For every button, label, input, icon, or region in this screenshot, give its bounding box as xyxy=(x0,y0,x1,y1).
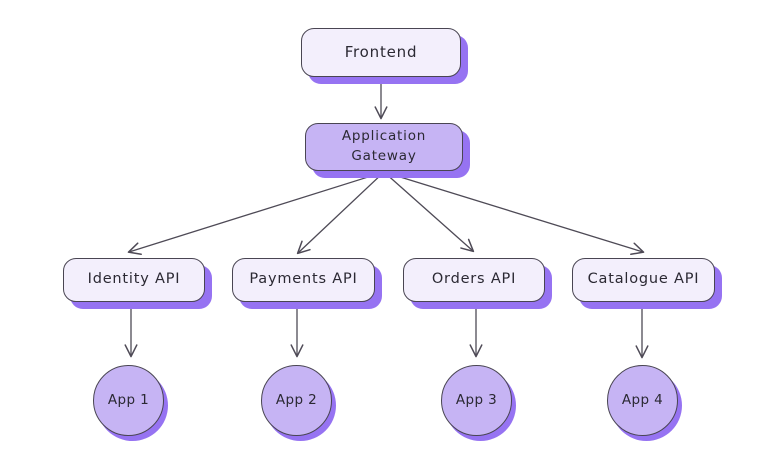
edge-gateway-identity-api xyxy=(127,171,385,255)
node-application-gateway: Application Gateway xyxy=(305,123,463,171)
node-frontend: Frontend xyxy=(301,28,461,77)
node-payments-api: Payments API xyxy=(232,258,375,302)
node-app4-label: App 4 xyxy=(621,391,664,408)
node-frontend-label: Frontend xyxy=(344,42,418,61)
node-app3-label: App 3 xyxy=(455,391,498,408)
node-app2: App 2 xyxy=(261,365,332,436)
node-application-gateway-label: Application Gateway xyxy=(341,128,427,164)
edge-gateway-orders-api xyxy=(383,171,475,253)
node-catalogue-api: Catalogue API xyxy=(572,258,715,302)
node-identity-api-label: Identity API xyxy=(87,271,181,288)
node-catalogue-api-label: Catalogue API xyxy=(587,271,700,288)
node-app1: App 1 xyxy=(93,365,164,436)
node-payments-api-label: Payments API xyxy=(249,271,358,288)
node-orders-api-label: Orders API xyxy=(431,271,517,288)
edge-gateway-catalogue-api xyxy=(383,171,645,256)
node-app3: App 3 xyxy=(441,365,512,436)
node-app4: App 4 xyxy=(607,365,678,436)
node-app2-label: App 2 xyxy=(275,391,318,408)
node-identity-api: Identity API xyxy=(63,258,205,302)
node-orders-api: Orders API xyxy=(403,258,545,302)
node-app1-label: App 1 xyxy=(107,391,150,408)
edge-gateway-payments-api xyxy=(296,171,385,255)
